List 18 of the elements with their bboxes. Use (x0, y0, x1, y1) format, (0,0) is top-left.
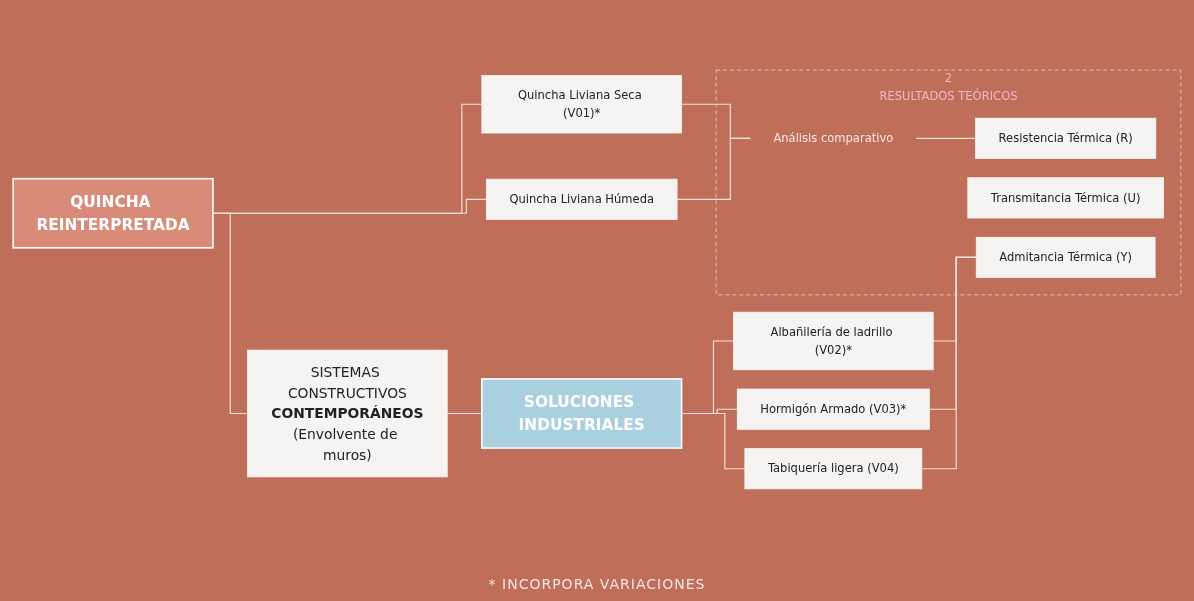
connector (921, 257, 977, 470)
node-box: Hormigón Armado (V03)* (736, 389, 930, 431)
node-box: QUINCHA REINTERPRETADA (12, 178, 214, 250)
connector (915, 138, 977, 140)
node-box: SISTEMAS CONSTRUCTIVOS CONTEMPORÁNEOS (Envolvente de muros) (247, 350, 448, 478)
node-box: Albañilería de ladrillo (V02)* (733, 312, 934, 371)
node-box: Transmitancia Térmica (U) (967, 177, 1164, 219)
node-box: Admitancia Térmica (Y) (975, 237, 1156, 279)
connector (676, 138, 751, 201)
node-box: SOLUCIONES INDUSTRIALES (481, 378, 683, 450)
connector (212, 213, 249, 415)
node-box: Quincha Liviana Seca (V01)* (481, 75, 682, 134)
node-box: Quincha Liviana Húmeda (485, 179, 678, 221)
node-text: Análisis comparativo (773, 131, 894, 146)
node-box: Tabiquería ligera (V04) (744, 448, 923, 490)
connector (681, 413, 746, 470)
node-box: Resistencia Térmica (R) (975, 118, 1157, 160)
footnote: * INCORPORA VARIACIONES (488, 576, 706, 592)
